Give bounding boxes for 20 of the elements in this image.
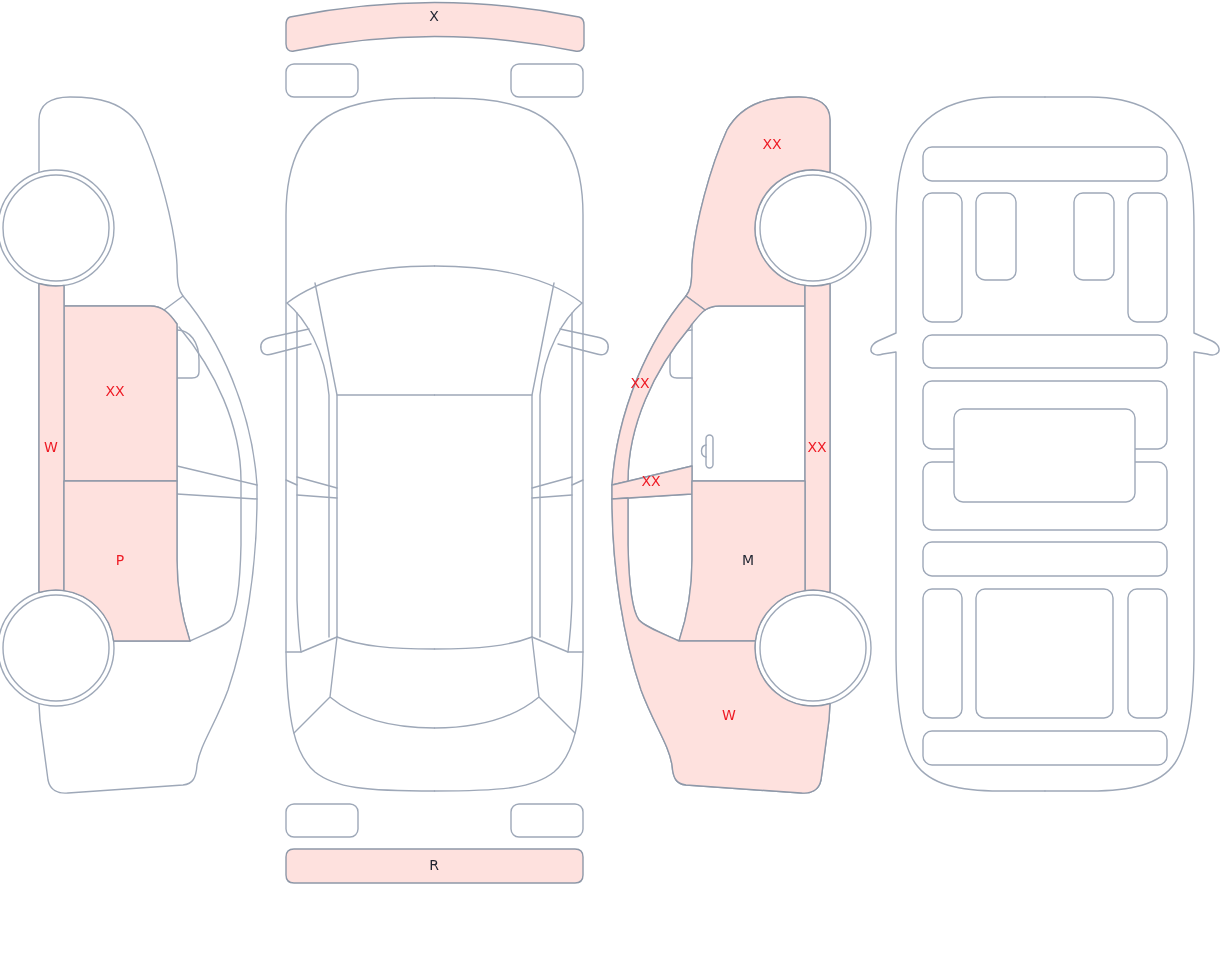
b-pillar-panel	[611, 465, 693, 500]
panel-code: X	[429, 8, 439, 24]
panel-code: XX	[630, 375, 650, 391]
panel-code: R	[429, 857, 439, 873]
rocker-panel	[804, 282, 831, 593]
panel-code: XX	[641, 473, 661, 489]
panel-code: M	[741, 552, 755, 568]
rocker-panel	[38, 282, 65, 593]
panel-code: P	[115, 552, 125, 568]
front-fender-panel	[685, 96, 831, 311]
rear-door-panel	[63, 480, 191, 642]
panel-code: W	[44, 439, 58, 455]
rear-door-panel	[678, 480, 806, 642]
panel-code: XX	[105, 383, 125, 399]
front-door-panel	[63, 305, 178, 482]
panel-code: XX	[762, 136, 782, 152]
panel-code: XX	[807, 439, 827, 455]
rear-bumper	[285, 848, 584, 884]
front-bumper	[285, 1, 585, 52]
panel-code: W	[722, 707, 736, 723]
